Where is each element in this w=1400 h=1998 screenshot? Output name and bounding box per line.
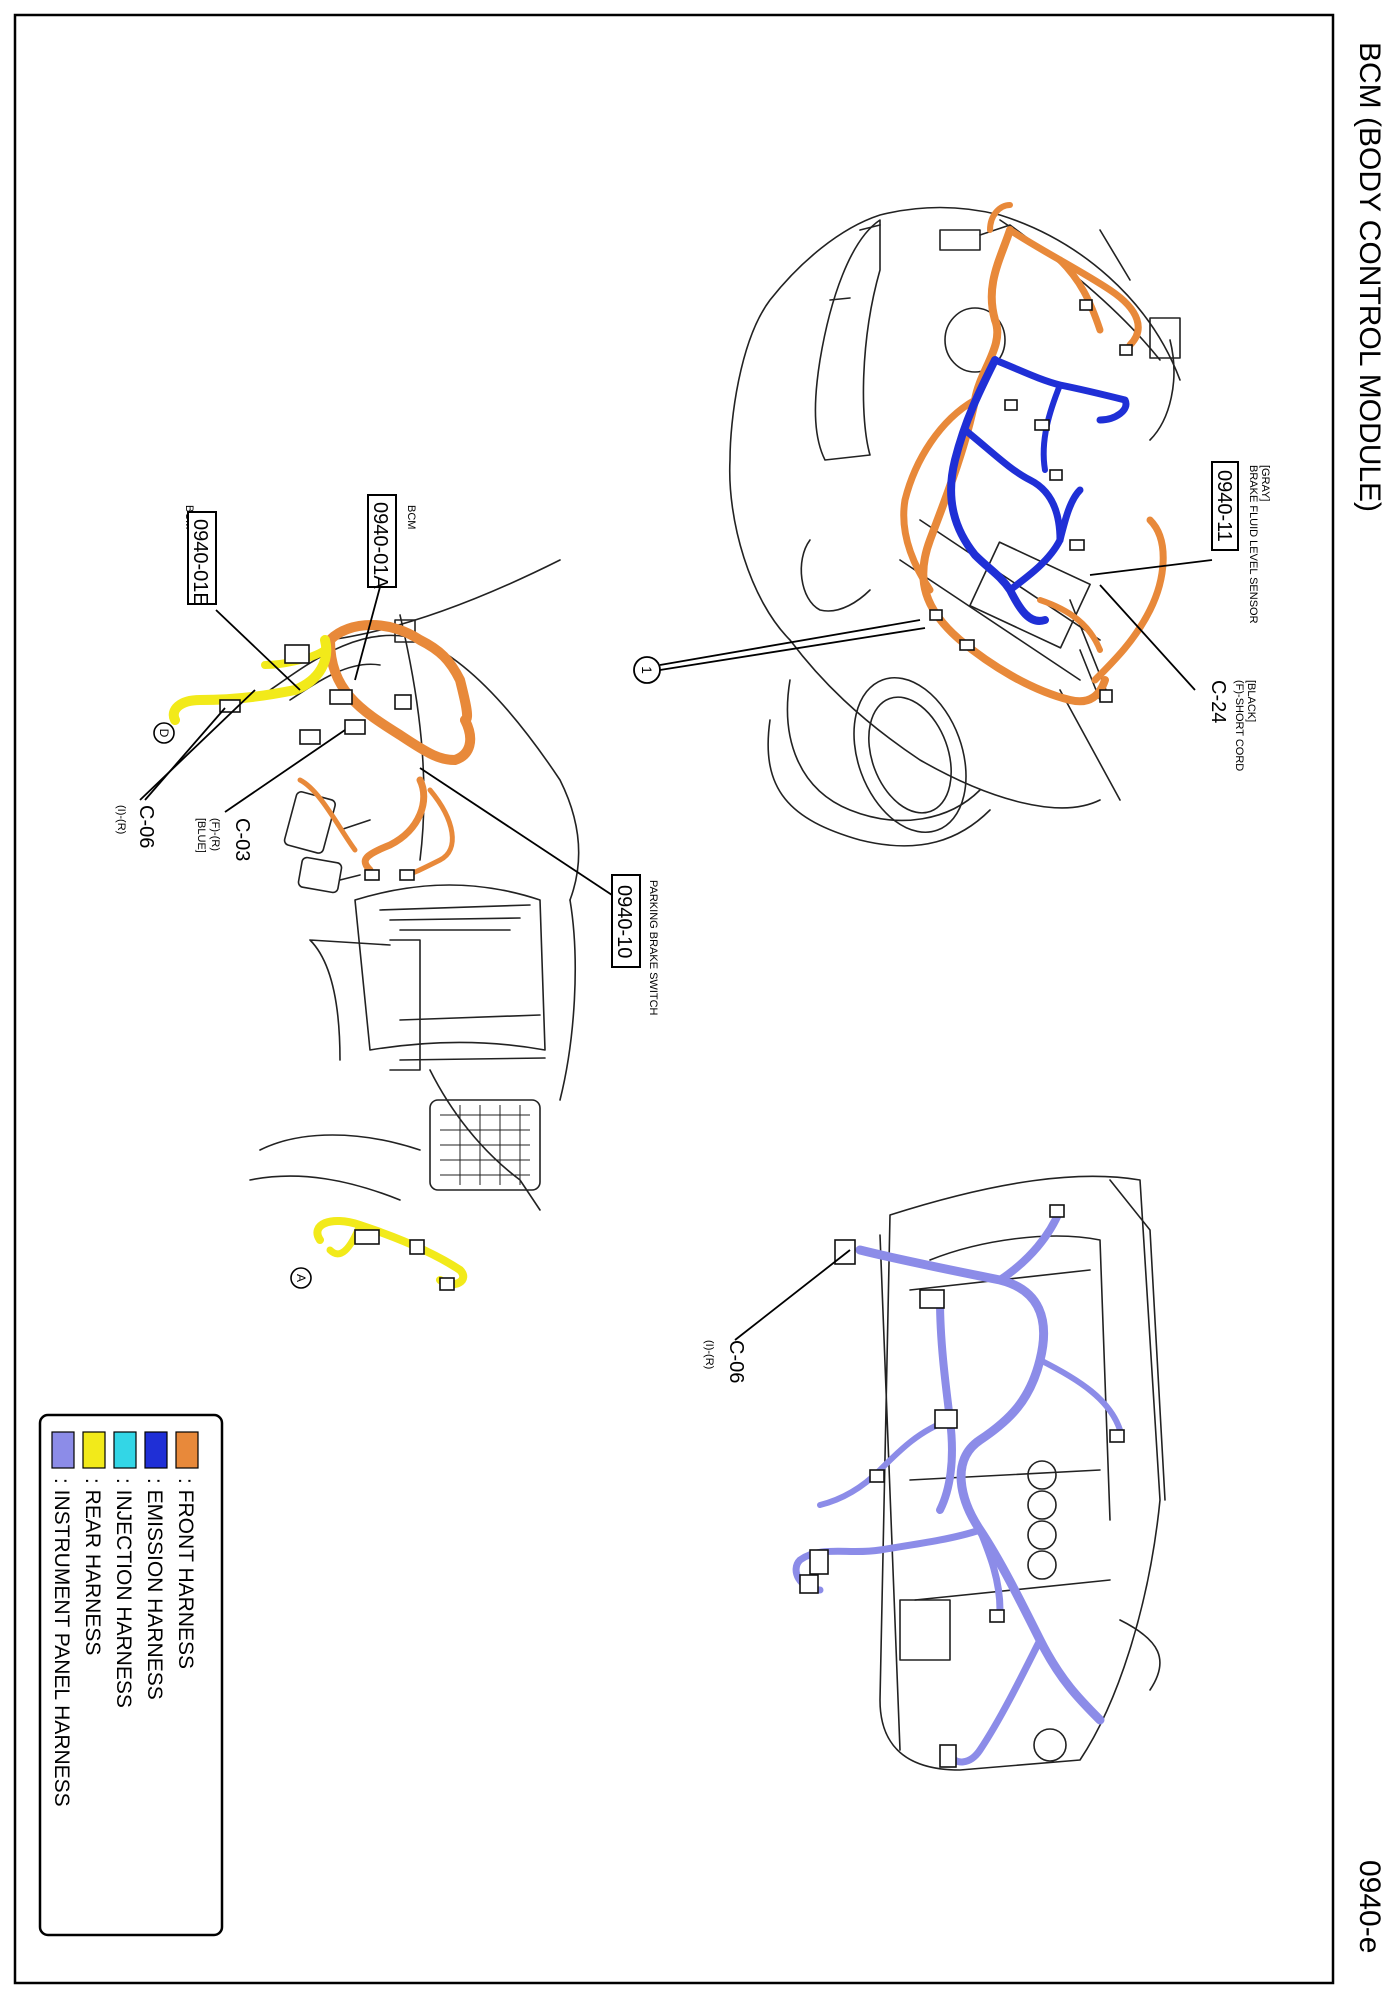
c24-color-note: [BLACK] xyxy=(1245,680,1257,722)
c24-code: C-24 xyxy=(1207,680,1229,723)
marker-a: A xyxy=(294,1274,308,1282)
c03-connector-callout: C-03 (F)-(R) [BLUE] xyxy=(195,729,346,861)
c06-right-code: C-06 xyxy=(725,1340,747,1383)
legend-label: : INJECTION HARNESS xyxy=(112,1478,135,1708)
c06-left-callout: C-06 (I)-(R) xyxy=(115,689,256,848)
legend-swatch xyxy=(144,1431,168,1469)
legend-label: : INSTRUMENT PANEL HARNESS xyxy=(50,1478,73,1807)
engine-connectors xyxy=(929,299,1133,703)
c06-left-note: (I)-(R) xyxy=(115,805,127,834)
interior-rear-harness xyxy=(168,635,332,725)
marker-d: D xyxy=(157,729,171,738)
legend-label: : FRONT HARNESS xyxy=(174,1478,197,1669)
harness-legend: : FRONT HARNESS : EMISSION HARNESS : INJEC… xyxy=(38,1413,224,1937)
legend-label: : EMISSION HARNESS xyxy=(143,1478,166,1700)
c03-code: C-03 xyxy=(231,818,253,861)
c03-color-note: [BLUE] xyxy=(195,818,207,853)
engine-emission-harness xyxy=(947,356,1049,625)
bcm-01e-callout: BCM 0940-01E xyxy=(183,505,301,691)
engine-front-harness xyxy=(919,226,1109,706)
c06-right-note: (I)-(R) xyxy=(703,1340,715,1369)
c24-cord-note: (F)-SHORT CORD xyxy=(1233,680,1245,771)
marker-1-callout: 1 xyxy=(633,619,926,684)
marker-1: 1 xyxy=(639,666,655,674)
c06-left-code: C-06 xyxy=(135,805,157,848)
bcm-01a-name: BCM xyxy=(405,505,417,529)
page-frame xyxy=(13,13,1335,1985)
bcm-01a-code: 0940-01A xyxy=(369,502,391,589)
legend-swatch xyxy=(51,1431,75,1469)
legend-swatch xyxy=(113,1431,137,1469)
interior-connectors xyxy=(219,644,455,1291)
bcm-01e-code: 0940-01E xyxy=(189,519,211,606)
brake-fluid-color-note: [GRAY] xyxy=(1259,465,1271,501)
brake-fluid-sensor-name: BRAKE FLUID LEVEL SENSOR xyxy=(1247,465,1259,624)
parking-brake-switch-code: 0940-10 xyxy=(613,885,635,958)
marker-a-callout: A xyxy=(290,1267,312,1289)
page-code: 0940-e xyxy=(1353,1860,1386,1953)
bcm-01a-callout: BCM 0940-01A xyxy=(354,494,417,681)
instrument-panel-connectors xyxy=(799,1204,1125,1768)
legend-label: : REAR HARNESS xyxy=(81,1478,104,1655)
instrument-panel-illustration xyxy=(879,1175,1166,1771)
parking-brake-switch-name: PARKING BRAKE SWITCH xyxy=(647,880,659,1016)
marker-d-callout: D xyxy=(153,722,175,744)
c03-note: (F)-(R) xyxy=(209,818,221,851)
legend-swatch xyxy=(82,1431,106,1469)
c24-connector-callout: [BLACK] (F)-SHORT CORD C-24 xyxy=(1099,584,1257,771)
interior-front-harness xyxy=(325,635,476,765)
parking-brake-switch-callout: PARKING BRAKE SWITCH 0940-10 xyxy=(419,767,659,1016)
c06-right-callout: C-06 (I)-(R) xyxy=(703,1249,851,1383)
brake-fluid-sensor-code: 0940-11 xyxy=(1213,470,1235,542)
legend-swatch xyxy=(175,1431,199,1469)
page-title: BCM (BODY CONTROL MODULE) xyxy=(1353,42,1386,512)
brake-fluid-level-sensor-callout: [GRAY] BRAKE FLUID LEVEL SENSOR 0940-11 xyxy=(1089,461,1271,624)
